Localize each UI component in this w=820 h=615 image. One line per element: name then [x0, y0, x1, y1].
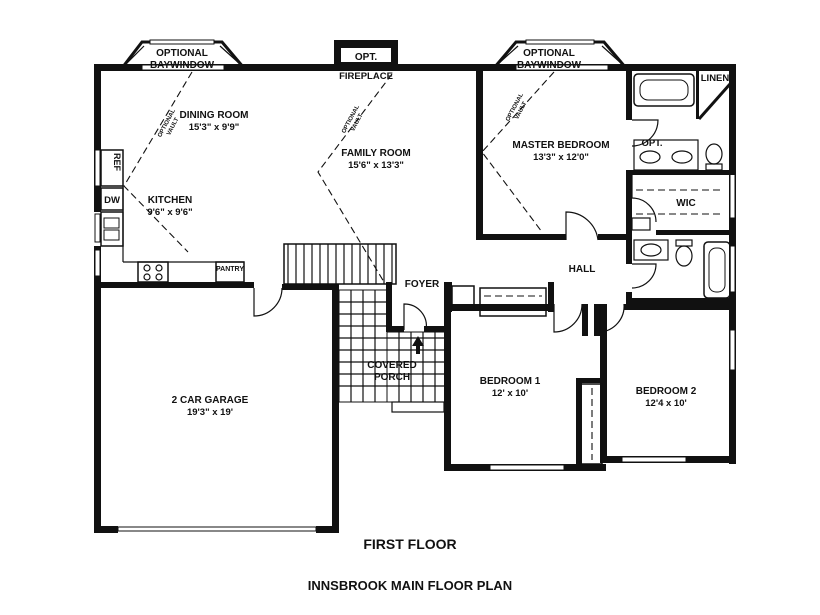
floor-title: FIRST FLOOR [363, 536, 457, 552]
label-dw: DW [104, 195, 120, 206]
covered-porch-tiles [338, 289, 446, 413]
label-bedroom-2: BEDROOM 2 [636, 386, 697, 397]
label-baywindow-left-2: BAYWINDOW [150, 60, 215, 71]
label-garage-size: 19'3" x 19' [187, 407, 233, 418]
label-bedroom-1: BEDROOM 1 [480, 376, 541, 387]
label-fireplace-opt: OPT. [355, 52, 377, 63]
label-kitchen: KITCHEN [148, 195, 192, 206]
label-linen: LINEN [701, 73, 730, 84]
plan-title: INNSBROOK MAIN FLOOR PLAN [307, 578, 513, 593]
label-baywindow-left-1: OPTIONAL [156, 48, 208, 59]
label-opt-bath: OPT. [641, 138, 662, 149]
stairs [283, 243, 397, 285]
doors [253, 119, 659, 333]
label-bedroom-2-size: 12'4 x 10' [645, 398, 687, 409]
label-covered: COVERED [367, 360, 416, 371]
label-baywindow-right-1: OPTIONAL [523, 48, 575, 59]
label-master-bedroom: MASTER BEDROOM [512, 140, 609, 151]
label-dining-room: DINING ROOM [180, 110, 249, 121]
label-baywindow-right-2: BAYWINDOW [517, 60, 582, 71]
closets [451, 189, 724, 465]
optional-fireplace [334, 40, 398, 66]
optional-vault-lines [123, 71, 555, 283]
label-hall: HALL [569, 264, 596, 275]
label-dining-size: 15'3" x 9'9" [189, 122, 240, 133]
label-kitchen-size: 9'6" x 9'6" [147, 207, 192, 218]
bath-fixtures [633, 73, 731, 299]
label-wic: WIC [676, 198, 695, 209]
label-fireplace: FIREPLACE [339, 71, 393, 82]
label-bedroom-1-size: 12' x 10' [492, 388, 528, 399]
label-master-size: 13'3" x 12'0" [533, 152, 589, 163]
label-family-size: 15'6" x 13'3" [348, 160, 404, 171]
windows [94, 64, 736, 532]
kitchen-fixtures [100, 149, 245, 283]
interior-walls [94, 64, 736, 468]
label-ref: REF [112, 153, 122, 172]
label-foyer: FOYER [405, 279, 440, 290]
label-garage: 2 CAR GARAGE [172, 395, 249, 406]
label-family-room: FAMILY ROOM [341, 148, 410, 159]
label-pantry: PANTRY [216, 266, 244, 273]
label-porch: PORCH [374, 372, 410, 383]
